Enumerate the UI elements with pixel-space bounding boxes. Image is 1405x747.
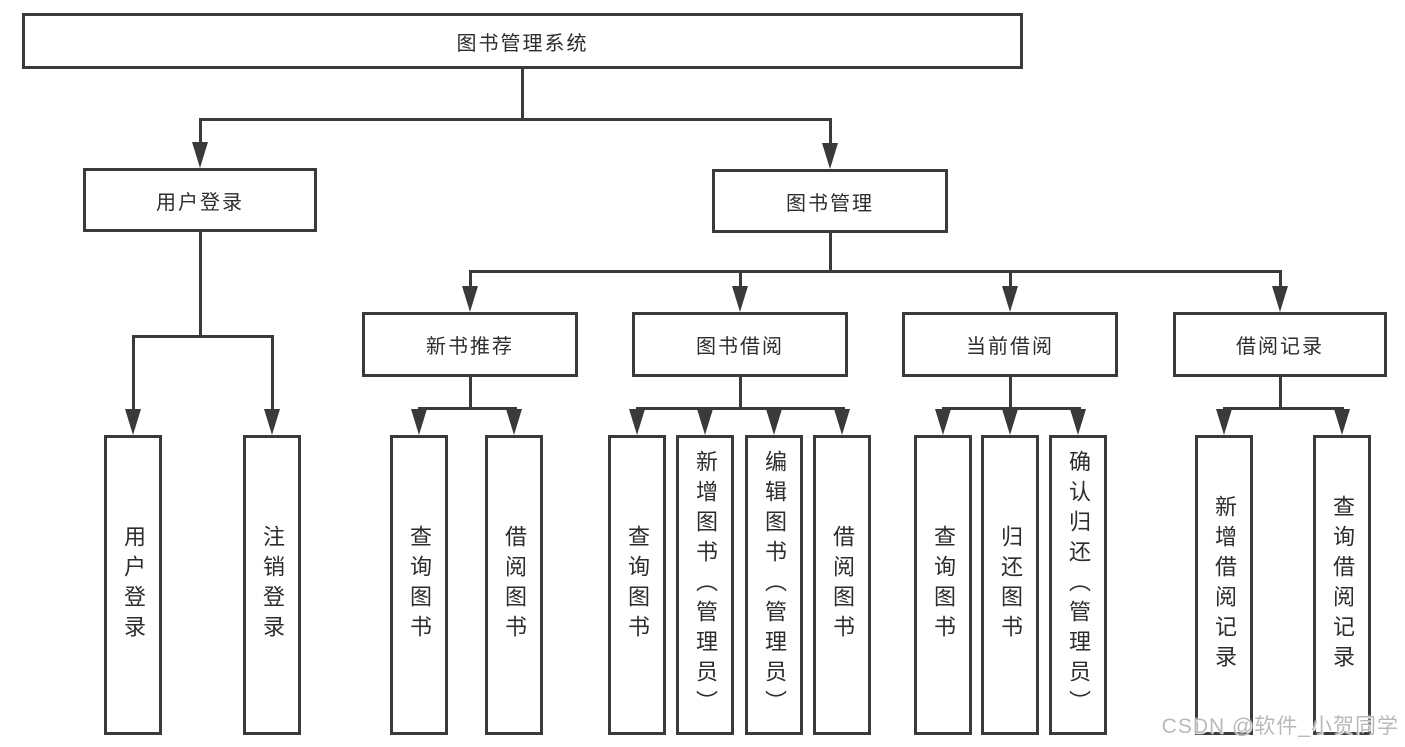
arrowhead-book-management — [822, 143, 838, 169]
connector-user-login-rail — [132, 335, 274, 338]
connector-book-management-stub — [829, 233, 832, 270]
arrowhead-leaf-query-borrow-record — [1334, 409, 1350, 435]
connector-to-book-management — [829, 118, 832, 147]
node-current-borrow: 当前借阅 — [902, 312, 1118, 377]
leaf-add-book-admin: 新增图书（管理员） — [676, 435, 734, 735]
leaf-add-borrow-record-label: 新增借阅记录 — [1212, 495, 1237, 675]
node-borrow-record: 借阅记录 — [1173, 312, 1387, 377]
connector-to-leaf-logout — [271, 335, 274, 413]
node-current-borrow-label: 当前借阅 — [966, 336, 1054, 358]
connector-book-borrow-rail — [636, 407, 845, 410]
connector-new-book-recommend-rail — [418, 407, 517, 410]
leaf-user-login-label: 用户登录 — [121, 525, 146, 645]
arrowhead-leaf-query-book-current — [935, 409, 951, 435]
leaf-add-book-admin-label: 新增图书（管理员） — [693, 450, 718, 720]
arrowhead-leaf-query-book-recommend — [411, 409, 427, 435]
connector-user-login-stub — [199, 232, 202, 335]
leaf-query-book-current: 查询图书 — [914, 435, 972, 735]
connector-level3-rail — [469, 270, 1282, 273]
arrowhead-leaf-borrow-book — [834, 409, 850, 435]
leaf-borrow-book-label: 借阅图书 — [830, 525, 855, 645]
connector-to-leaf-user-login — [132, 335, 135, 413]
leaf-query-book-borrow-label: 查询图书 — [625, 525, 650, 645]
connector-current-borrow-rail — [942, 407, 1081, 410]
leaf-user-login: 用户登录 — [104, 435, 162, 735]
node-borrow-record-label: 借阅记录 — [1236, 336, 1324, 358]
arrowhead-leaf-confirm-return-admin — [1070, 409, 1086, 435]
leaf-confirm-return-admin: 确认归还（管理员） — [1049, 435, 1107, 735]
connector-book-borrow-stub — [739, 377, 742, 407]
node-user-login: 用户登录 — [83, 168, 317, 232]
connector-root-stub — [521, 69, 524, 118]
leaf-add-borrow-record: 新增借阅记录 — [1195, 435, 1253, 735]
leaf-confirm-return-admin-label: 确认归还（管理员） — [1066, 450, 1091, 720]
node-book-management: 图书管理 — [712, 169, 948, 233]
arrowhead-leaf-user-login — [125, 409, 141, 435]
leaf-query-book-recommend: 查询图书 — [390, 435, 448, 735]
arrowhead-leaf-query-book-borrow — [629, 409, 645, 435]
connector-to-borrow-record — [1279, 270, 1282, 290]
node-root-label: 图书管理系统 — [456, 32, 589, 55]
arrowhead-leaf-logout — [264, 409, 280, 435]
node-book-borrow-label: 图书借阅 — [696, 336, 784, 358]
leaf-query-borrow-record: 查询借阅记录 — [1313, 435, 1371, 735]
leaf-query-borrow-record-label: 查询借阅记录 — [1330, 495, 1355, 675]
connector-new-book-recommend-stub — [469, 377, 472, 407]
node-user-login-label: 用户登录 — [156, 191, 244, 214]
connector-current-borrow-stub — [1009, 377, 1012, 407]
arrowhead-user-login — [192, 142, 208, 168]
leaf-query-book-borrow: 查询图书 — [608, 435, 666, 735]
node-book-management-label: 图书管理 — [786, 192, 874, 215]
node-root: 图书管理系统 — [22, 13, 1023, 69]
arrowhead-leaf-edit-book-admin — [766, 409, 782, 435]
connector-level2-rail — [199, 118, 832, 121]
node-new-book-recommend-label: 新书推荐 — [426, 336, 514, 358]
csdn-watermark: CSDN @软件_小贺同学 — [1161, 715, 1399, 738]
node-new-book-recommend: 新书推荐 — [362, 312, 578, 377]
leaf-edit-book-admin-label: 编辑图书（管理员） — [762, 450, 787, 720]
leaf-query-book-recommend-label: 查询图书 — [407, 525, 432, 645]
arrowhead-leaf-return-book — [1002, 409, 1018, 435]
node-book-borrow: 图书借阅 — [632, 312, 848, 377]
arrowhead-current-borrow — [1002, 286, 1018, 312]
leaf-borrow-book: 借阅图书 — [813, 435, 871, 735]
leaf-borrow-book-recommend: 借阅图书 — [485, 435, 543, 735]
arrowhead-book-borrow — [732, 286, 748, 312]
leaf-logout-login: 注销登录 — [243, 435, 301, 735]
leaf-return-book-label: 归还图书 — [998, 525, 1023, 645]
arrowhead-new-book-recommend — [462, 286, 478, 312]
arrowhead-leaf-add-borrow-record — [1216, 409, 1232, 435]
connector-borrow-record-stub — [1279, 377, 1282, 407]
leaf-query-book-current-label: 查询图书 — [931, 525, 956, 645]
connector-to-book-borrow — [739, 270, 742, 290]
connector-to-new-book-recommend — [469, 270, 472, 290]
connector-borrow-record-rail — [1223, 407, 1344, 410]
leaf-borrow-book-recommend-label: 借阅图书 — [502, 525, 527, 645]
arrowhead-borrow-record — [1272, 286, 1288, 312]
connector-to-user-login — [199, 118, 202, 146]
arrowhead-leaf-add-book-admin — [697, 409, 713, 435]
connector-to-current-borrow — [1009, 270, 1012, 290]
arrowhead-leaf-borrow-book-recommend — [506, 409, 522, 435]
leaf-return-book: 归还图书 — [981, 435, 1039, 735]
leaf-edit-book-admin: 编辑图书（管理员） — [745, 435, 803, 735]
leaf-logout-login-label: 注销登录 — [260, 525, 285, 645]
